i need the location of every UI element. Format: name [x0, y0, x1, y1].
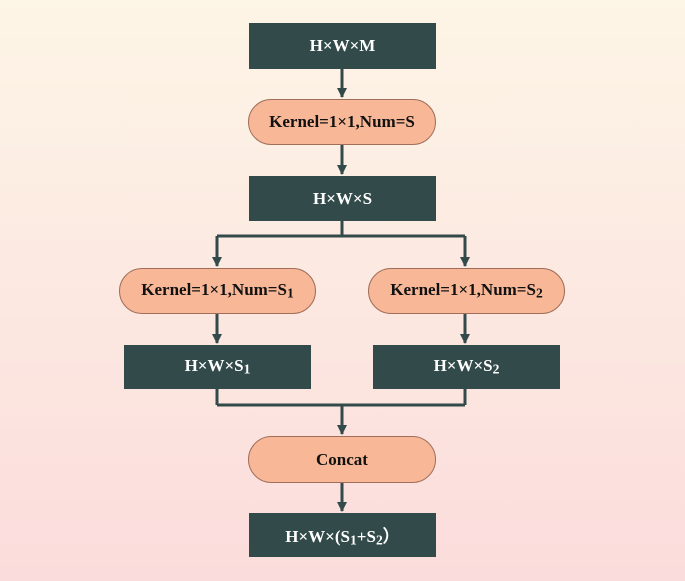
- output-shape-box: H×W×(S1+S2）: [249, 513, 436, 557]
- input-shape-label: H×W×M: [309, 36, 376, 55]
- conv-left-pill: Kernel=1×1,Num=S1: [119, 268, 316, 314]
- out-right-box: H×W×S2: [373, 345, 560, 389]
- conv-left-label: Kernel=1×1,Num=S1: [141, 280, 294, 301]
- out-left-subscript: 1: [243, 361, 251, 377]
- conv-right-pill: Kernel=1×1,Num=S2: [368, 268, 565, 314]
- input-shape-box: H×W×M: [249, 23, 436, 69]
- output-shape-label: H×W×(S1+S2）: [285, 526, 400, 548]
- mid-shape-box: H×W×S: [249, 176, 436, 221]
- out-left-box: H×W×S1: [124, 345, 311, 389]
- out-right-subscript: 2: [492, 361, 500, 377]
- concat-pill: Concat: [248, 436, 436, 483]
- concat-label: Concat: [316, 449, 368, 469]
- conv1-label: Kernel=1×1,Num=S: [269, 112, 415, 131]
- output-subscript-1: 1: [349, 532, 357, 548]
- conv-right-subscript: 2: [535, 285, 543, 301]
- mid-shape-label: H×W×S: [312, 188, 373, 208]
- out-left-label: H×W×S1: [184, 356, 251, 377]
- output-subscript-2: 2: [375, 532, 383, 548]
- conv1-pill: Kernel=1×1,Num=S: [248, 99, 436, 145]
- conv-right-label: Kernel=1×1,Num=S2: [390, 280, 543, 301]
- conv-left-subscript: 1: [286, 285, 294, 301]
- out-right-label: H×W×S2: [433, 356, 500, 377]
